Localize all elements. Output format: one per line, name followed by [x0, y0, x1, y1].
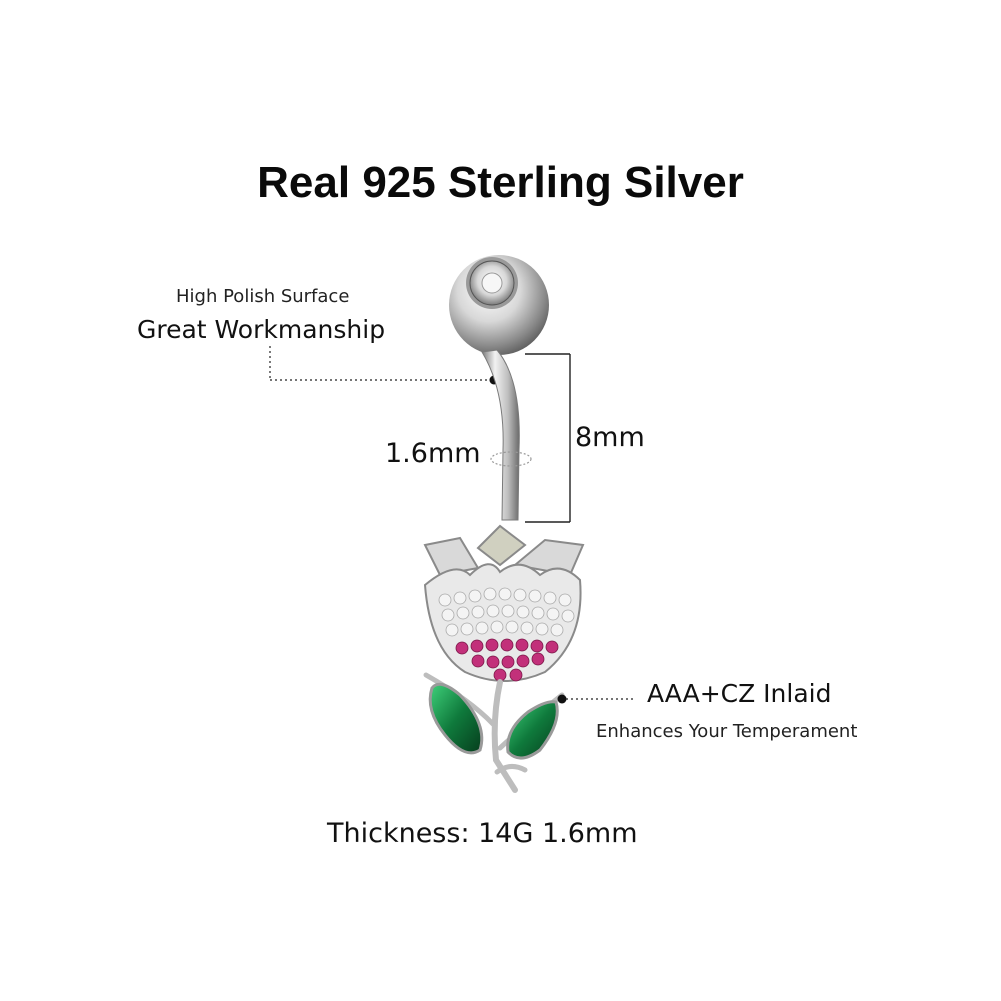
- stones-callout-title: AAA+CZ Inlaid: [647, 679, 832, 708]
- top-ball: [449, 255, 549, 355]
- length-dimension-bracket: [525, 353, 571, 523]
- tulip-charm: [423, 524, 585, 793]
- polish-callout-subtitle: High Polish Surface: [176, 286, 350, 307]
- polish-callout-title: Great Workmanship: [137, 315, 386, 344]
- length-dimension-label: 8mm: [575, 422, 645, 453]
- gauge-indicator: [490, 451, 532, 467]
- gauge-dimension-label: 1.6mm: [385, 438, 481, 469]
- stones-leader-line: [557, 694, 636, 704]
- polish-leader-line: [269, 346, 499, 385]
- stones-callout-subtitle: Enhances Your Temperament: [596, 721, 858, 742]
- curved-bar: [481, 349, 520, 521]
- headline-title: Real 925 Sterling Silver: [257, 158, 744, 207]
- thickness-caption: Thickness: 14G 1.6mm: [327, 818, 638, 849]
